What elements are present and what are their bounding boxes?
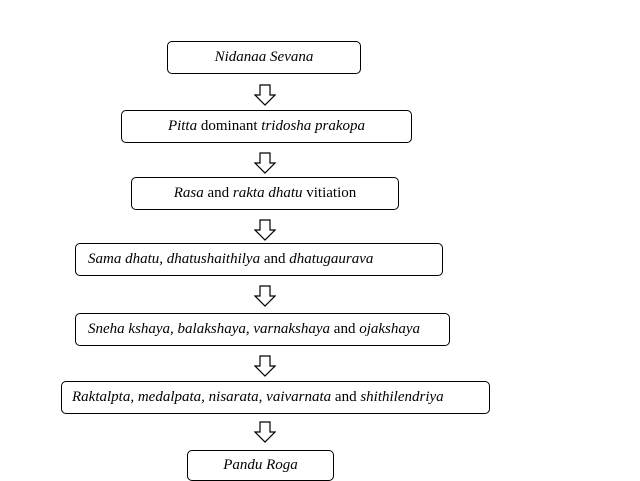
node-label: Sama dhatu, dhatushaithilya and dhatugau…: [88, 252, 373, 267]
node-label: Raktalpta, medalpata, nisarata, vaivarna…: [72, 390, 444, 405]
down-arrow-icon: [254, 355, 276, 377]
plain-text: and: [203, 185, 233, 201]
down-arrow-icon: [254, 219, 276, 241]
node-rasa-rakta-vitiation: Rasa and rakta dhatu vitiation: [131, 177, 399, 210]
node-pandu-roga: Pandu Roga: [187, 450, 334, 481]
node-label: Pandu Roga: [223, 458, 298, 473]
node-raktalpta: Raktalpta, medalpata, nisarata, vaivarna…: [61, 381, 490, 414]
plain-text: dominant: [197, 118, 262, 134]
italic-term: Nidanaa Sevana: [214, 49, 314, 65]
node-sneha-kshaya: Sneha kshaya, balakshaya, varnakshaya an…: [75, 313, 450, 346]
italic-term: shithilendriya: [360, 389, 444, 405]
italic-term: ojakshaya: [359, 321, 421, 337]
node-pitta-dominant: Pitta dominant tridosha prakopa: [121, 110, 412, 143]
italic-term: Pitta: [167, 118, 198, 134]
down-arrow-icon: [254, 285, 276, 307]
node-label: Pitta dominant tridosha prakopa: [168, 119, 365, 134]
plain-text: vitiation: [302, 185, 357, 201]
node-label: Rasa and rakta dhatu vitiation: [174, 186, 357, 201]
plain-text: and: [330, 321, 360, 337]
down-arrow-icon: [254, 152, 276, 174]
italic-term: Pandu Roga: [223, 457, 298, 473]
node-label: Sneha kshaya, balakshaya, varnakshaya an…: [88, 322, 420, 337]
node-sama-dhatu: Sama dhatu, dhatushaithilya and dhatugau…: [75, 243, 443, 276]
italic-term: dhatugaurava: [289, 251, 374, 267]
italic-term: Sneha kshaya, balakshaya, varnakshaya: [88, 321, 331, 337]
node-nidanaa-sevana: Nidanaa Sevana: [167, 41, 361, 74]
italic-term: Rasa: [173, 185, 204, 201]
plain-text: and: [260, 251, 290, 267]
italic-term: Raktalpta, medalpata, nisarata, vaivarna…: [72, 389, 332, 405]
node-label: Nidanaa Sevana: [215, 50, 314, 65]
down-arrow-icon: [254, 421, 276, 443]
italic-term: rakta dhatu: [232, 185, 303, 201]
plain-text: and: [331, 389, 361, 405]
italic-term: tridosha prakopa: [261, 118, 366, 134]
italic-term: Sama dhatu, dhatushaithilya: [88, 251, 261, 267]
down-arrow-icon: [254, 84, 276, 106]
